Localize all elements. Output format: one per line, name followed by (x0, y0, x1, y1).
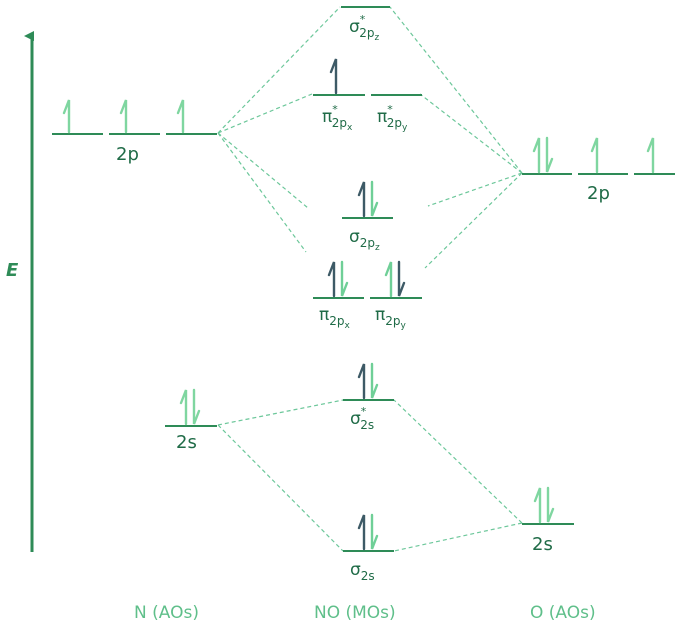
electrons-mo (327, 58, 406, 551)
o-2s-label: 2s (532, 534, 553, 555)
electrons-n-2s (179, 388, 201, 426)
electrons-o-2s (533, 486, 555, 524)
electron-down-arrow (340, 260, 349, 297)
electron-up-arrow (329, 58, 338, 95)
column-label-n: N (AOs) (134, 603, 199, 623)
pi-2py-label: π2py (375, 305, 407, 331)
electron-up-arrow (176, 99, 185, 134)
column-labels: N (AOs) NO (MOs) O (AOs) (134, 603, 596, 623)
electrons-o-2p (532, 136, 655, 174)
energy-axis-label: E (6, 260, 19, 281)
column-label-no: NO (MOs) (314, 603, 396, 623)
column-label-o: O (AOs) (530, 603, 596, 623)
electron-down-arrow (192, 388, 201, 425)
electron-up-arrow (62, 99, 71, 134)
electron-up-arrow (646, 137, 655, 174)
electron-up-arrow (119, 99, 128, 134)
ao-labels: 2p 2s 2p 2s (116, 144, 610, 555)
sigma-2s-label: σ2s (350, 560, 375, 583)
electron-down-arrow (370, 513, 379, 550)
electron-down-arrow (545, 136, 554, 173)
electron-down-arrow (370, 180, 379, 217)
electron-up-arrow (357, 514, 366, 551)
electron-up-arrow (533, 487, 542, 524)
electron-up-arrow (327, 261, 336, 298)
sigma-star-2s-label: σ*2s (350, 405, 374, 432)
n-2s-label: 2s (176, 432, 197, 453)
correlation-lines (217, 6, 523, 552)
sigma-2pz-label: σ2pz (349, 227, 380, 253)
electron-up-arrow (357, 181, 366, 218)
sigma-star-2pz-label: σ*2pz (349, 13, 380, 43)
pi-star-2py-label: π*2py (377, 103, 408, 133)
n-2p-label: 2p (116, 144, 139, 165)
electrons-n-2p (62, 99, 185, 134)
electron-up-arrow (384, 261, 393, 298)
pi-star-2px-label: π*2px (322, 103, 353, 133)
energy-levels (52, 6, 675, 552)
electron-down-arrow (397, 260, 406, 297)
electron-down-arrow (370, 362, 379, 399)
pi-2px-label: π2px (319, 305, 351, 331)
electron-up-arrow (590, 137, 599, 174)
electron-up-arrow (357, 363, 366, 400)
electron-up-arrow (179, 389, 188, 426)
mo-labels: σ*2pz π*2px π*2py σ2pz π2px π2py σ*2s σ2… (319, 13, 408, 583)
electron-down-arrow (546, 486, 555, 523)
o-2p-label: 2p (587, 183, 610, 204)
electron-up-arrow (532, 137, 541, 174)
